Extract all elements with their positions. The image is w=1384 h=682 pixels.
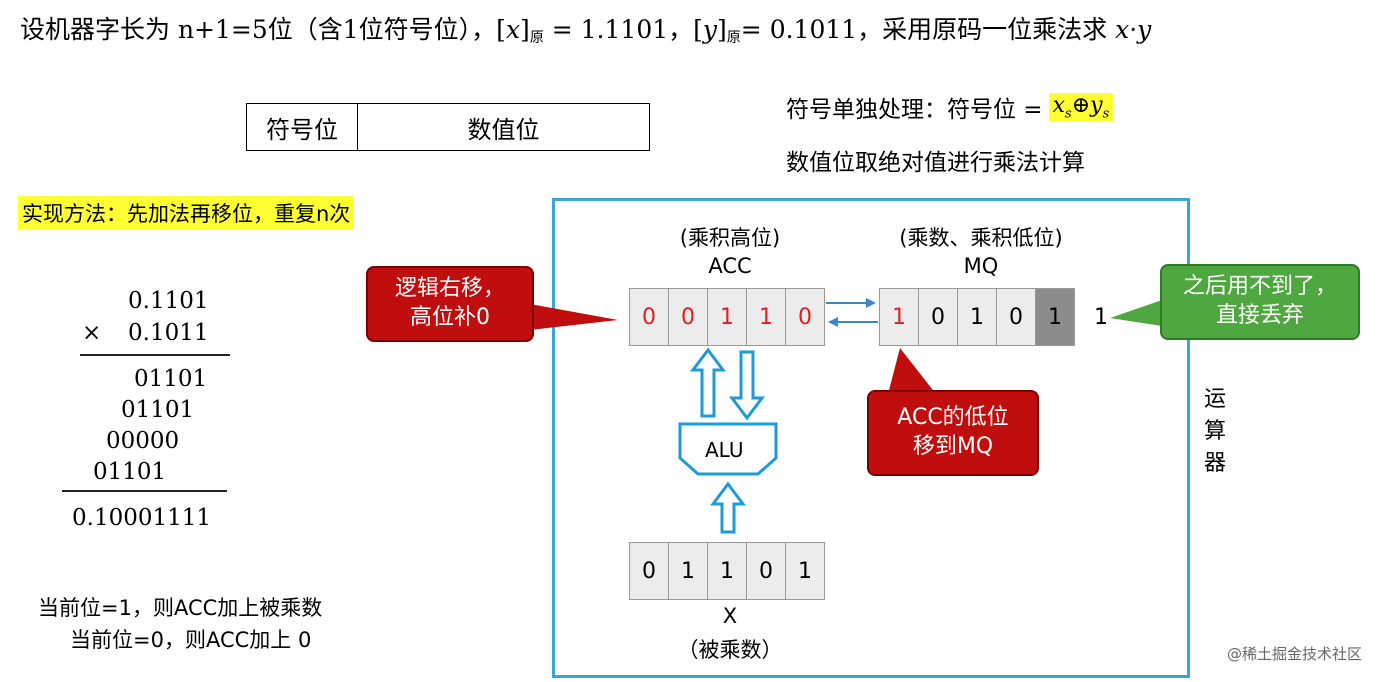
acc-bit: 0	[785, 288, 825, 346]
calc-divider-2	[62, 490, 227, 492]
times-sign: ×	[82, 320, 102, 346]
mq-bit-lowest: 1	[1035, 288, 1075, 346]
mq-caption: (乘数、乘积低位)	[899, 226, 1063, 250]
x-bit: 1	[707, 542, 747, 600]
acc-bit: 0	[668, 288, 708, 346]
x-bit: 1	[785, 542, 825, 600]
acc-name: ACC	[708, 254, 752, 278]
orig-subscript: 原	[529, 30, 544, 46]
acc-caption: (乘积高位)	[679, 226, 781, 250]
sign-rule: 符号单独处理：符号位 = xs⊕ys	[786, 90, 1114, 124]
y-value: = 0.1011，采用原码一位乘法求	[740, 15, 1116, 44]
x-name: X	[722, 604, 738, 628]
calc-divider-1	[80, 354, 230, 356]
multiplier: 0.1011	[128, 320, 209, 346]
x-caption: （被乘数）	[677, 638, 783, 662]
partial-product-2: 01101	[121, 397, 195, 423]
mq-register: 1 0 1 0 1	[879, 288, 1075, 346]
acc-bit: 1	[707, 288, 747, 346]
partial-product-1: 01101	[134, 366, 208, 392]
product-expression: x·y	[1115, 15, 1152, 44]
final-product: 0.10001111	[72, 505, 212, 531]
sign-bit-field: 符号位	[247, 104, 358, 150]
x-bit: 0	[629, 542, 669, 600]
multiplicand: 0.1101	[128, 288, 209, 314]
alu-label: ALU	[705, 438, 744, 462]
value-bits-field: 数值位	[467, 115, 540, 144]
credit-watermark: @稀土掘金技术社区	[1226, 645, 1362, 663]
problem-statement: 设机器字长为 n+1=5位（含1位符号位），[x]原 = 1.1101，[y]原…	[20, 15, 1152, 46]
arithmetic-unit-label: 运 算 器	[1204, 387, 1227, 476]
discard-callout: 之后用不到了， 直接丢弃	[1160, 264, 1360, 340]
partial-product-3: 00000	[106, 428, 180, 454]
y-symbol: y	[702, 15, 718, 44]
number-format-box: 符号位 数值位	[246, 103, 650, 151]
acc-register: 0 0 1 1 0	[629, 288, 825, 346]
acc-bit: 1	[746, 288, 786, 346]
rule-bit-one: 当前位=1，则ACC加上被乘数	[38, 596, 323, 620]
x-register: 0 1 1 0 1	[629, 542, 825, 600]
mq-bit: 1	[957, 288, 997, 346]
x-symbol: x	[505, 15, 521, 44]
sign-rule-text: 符号单独处理：符号位 =	[786, 97, 1043, 123]
orig-subscript-2: 原	[726, 30, 741, 46]
method-note: 实现方法：先加法再移位，重复n次	[18, 196, 355, 230]
move-low-bit-callout: ACC的低位 移到MQ	[867, 390, 1039, 476]
mq-bit: 1	[879, 288, 919, 346]
arithmetic-unit-frame	[552, 198, 1190, 678]
absolute-value-rule: 数值位取绝对值进行乘法计算	[786, 150, 1085, 176]
partial-product-4: 01101	[93, 459, 167, 485]
rule-bit-zero: 当前位=0，则ACC加上 0	[70, 628, 312, 652]
sign-xor-formula: xs⊕ys	[1048, 92, 1114, 122]
mq-name: MQ	[963, 254, 999, 278]
dropped-bit: 1	[1094, 305, 1108, 330]
shift-callout: 逻辑右移， 高位补0	[366, 266, 534, 342]
x-value: = 1.1101，	[543, 15, 694, 44]
title-prefix: 设机器字长为 n+1=5位（含1位符号位），	[20, 15, 497, 44]
